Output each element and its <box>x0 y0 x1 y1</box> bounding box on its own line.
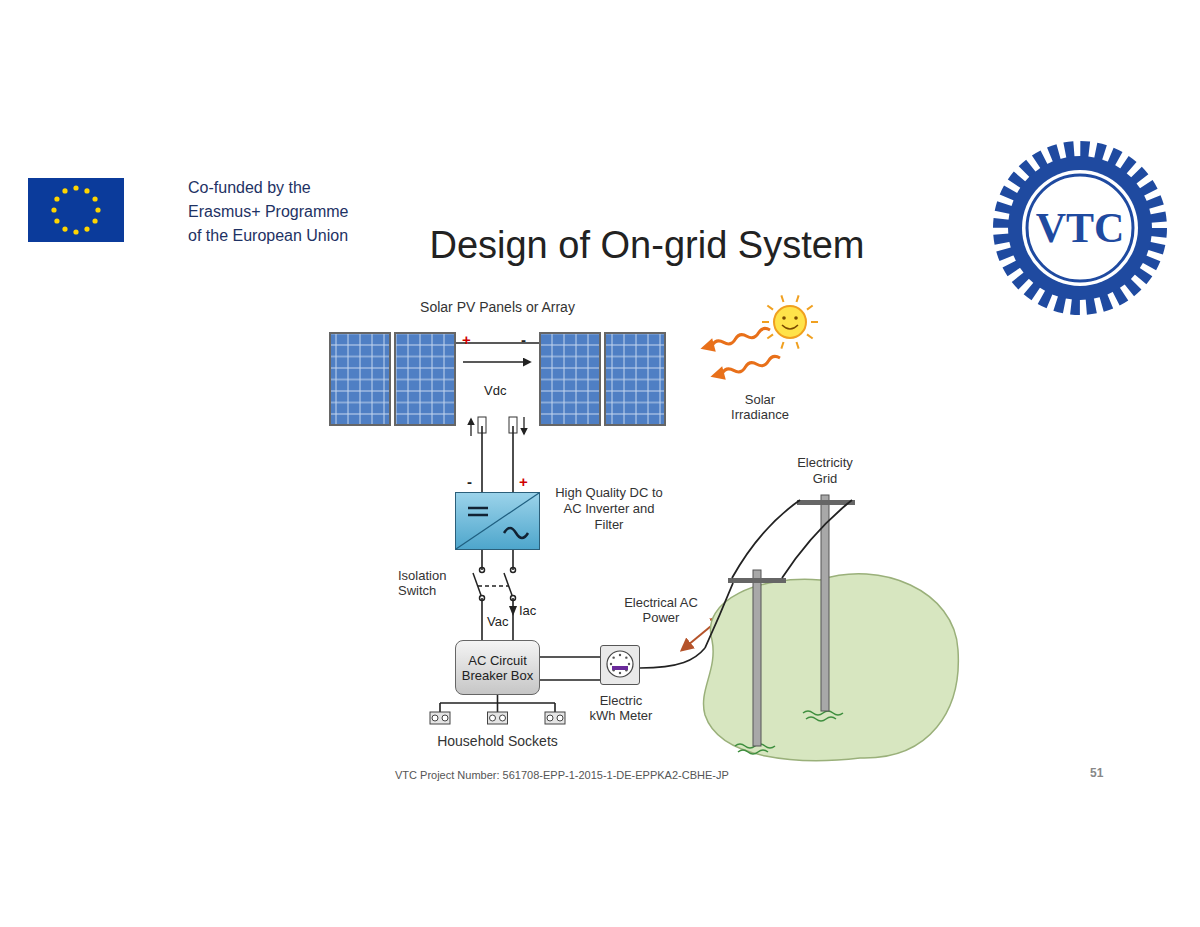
power-flow-label: Electrical AC Power <box>622 595 700 625</box>
wire-connector <box>482 426 513 492</box>
fuses <box>471 417 524 436</box>
wire-connector <box>440 695 555 712</box>
node-text: Solar PV Panels or Array <box>330 298 665 316</box>
node-art <box>601 646 639 684</box>
eu-stars <box>51 185 100 234</box>
node-text: Electric kWh Meter <box>585 693 657 723</box>
polarity-sign: - <box>467 474 479 490</box>
footer-text: VTC Project Number: 561708-EPP-1-2015-1-… <box>395 768 995 782</box>
wire-connector <box>640 648 705 668</box>
wire-connector <box>540 657 600 680</box>
node-text: Electricity Grid <box>785 455 865 487</box>
polarity-sign: - <box>521 332 533 348</box>
vtc-logo <box>1001 149 1159 307</box>
node-text: Household Sockets <box>425 733 570 750</box>
current-label: Iac <box>519 603 536 618</box>
slide-title: Design of On-grid System <box>297 222 997 268</box>
breaker-box: AC Circuit Breaker Box <box>455 640 540 695</box>
sun <box>762 295 818 348</box>
pv-array: Solar PV Panels or Array <box>330 298 665 426</box>
logo-text: VTC <box>1025 203 1135 253</box>
inverter-box: High Quality DC to AC Inverter and Filte… <box>455 492 540 550</box>
isolation-switch <box>473 568 516 601</box>
voltage-label: Vdc <box>484 383 506 398</box>
node-art <box>456 493 539 549</box>
eu-flag <box>28 178 124 242</box>
switch-label: Isolation Switch <box>398 568 464 598</box>
page-number: 51 <box>1090 766 1120 780</box>
pv-panels <box>330 333 665 425</box>
irradiance-label: Solar Irradiance <box>722 392 798 422</box>
node-text: AC Circuit Breaker Box <box>460 653 536 683</box>
grid-illustration <box>703 495 958 761</box>
polarity-sign: + <box>462 332 474 348</box>
electricity-grid: Electricity Grid <box>705 455 965 760</box>
irradiance-arrows <box>699 323 782 383</box>
eu-funding-text: Co-funded by the Erasmus+ Programme of t… <box>188 176 360 248</box>
wire-connector <box>482 550 513 640</box>
voltage-label: Vac <box>486 614 509 629</box>
polarity-sign: + <box>519 474 531 490</box>
node-text: High Quality DC to AC Inverter and Filte… <box>548 485 670 533</box>
kwh-meter: Electric kWh Meter <box>600 645 640 685</box>
household-sockets: Household Sockets <box>425 712 570 752</box>
